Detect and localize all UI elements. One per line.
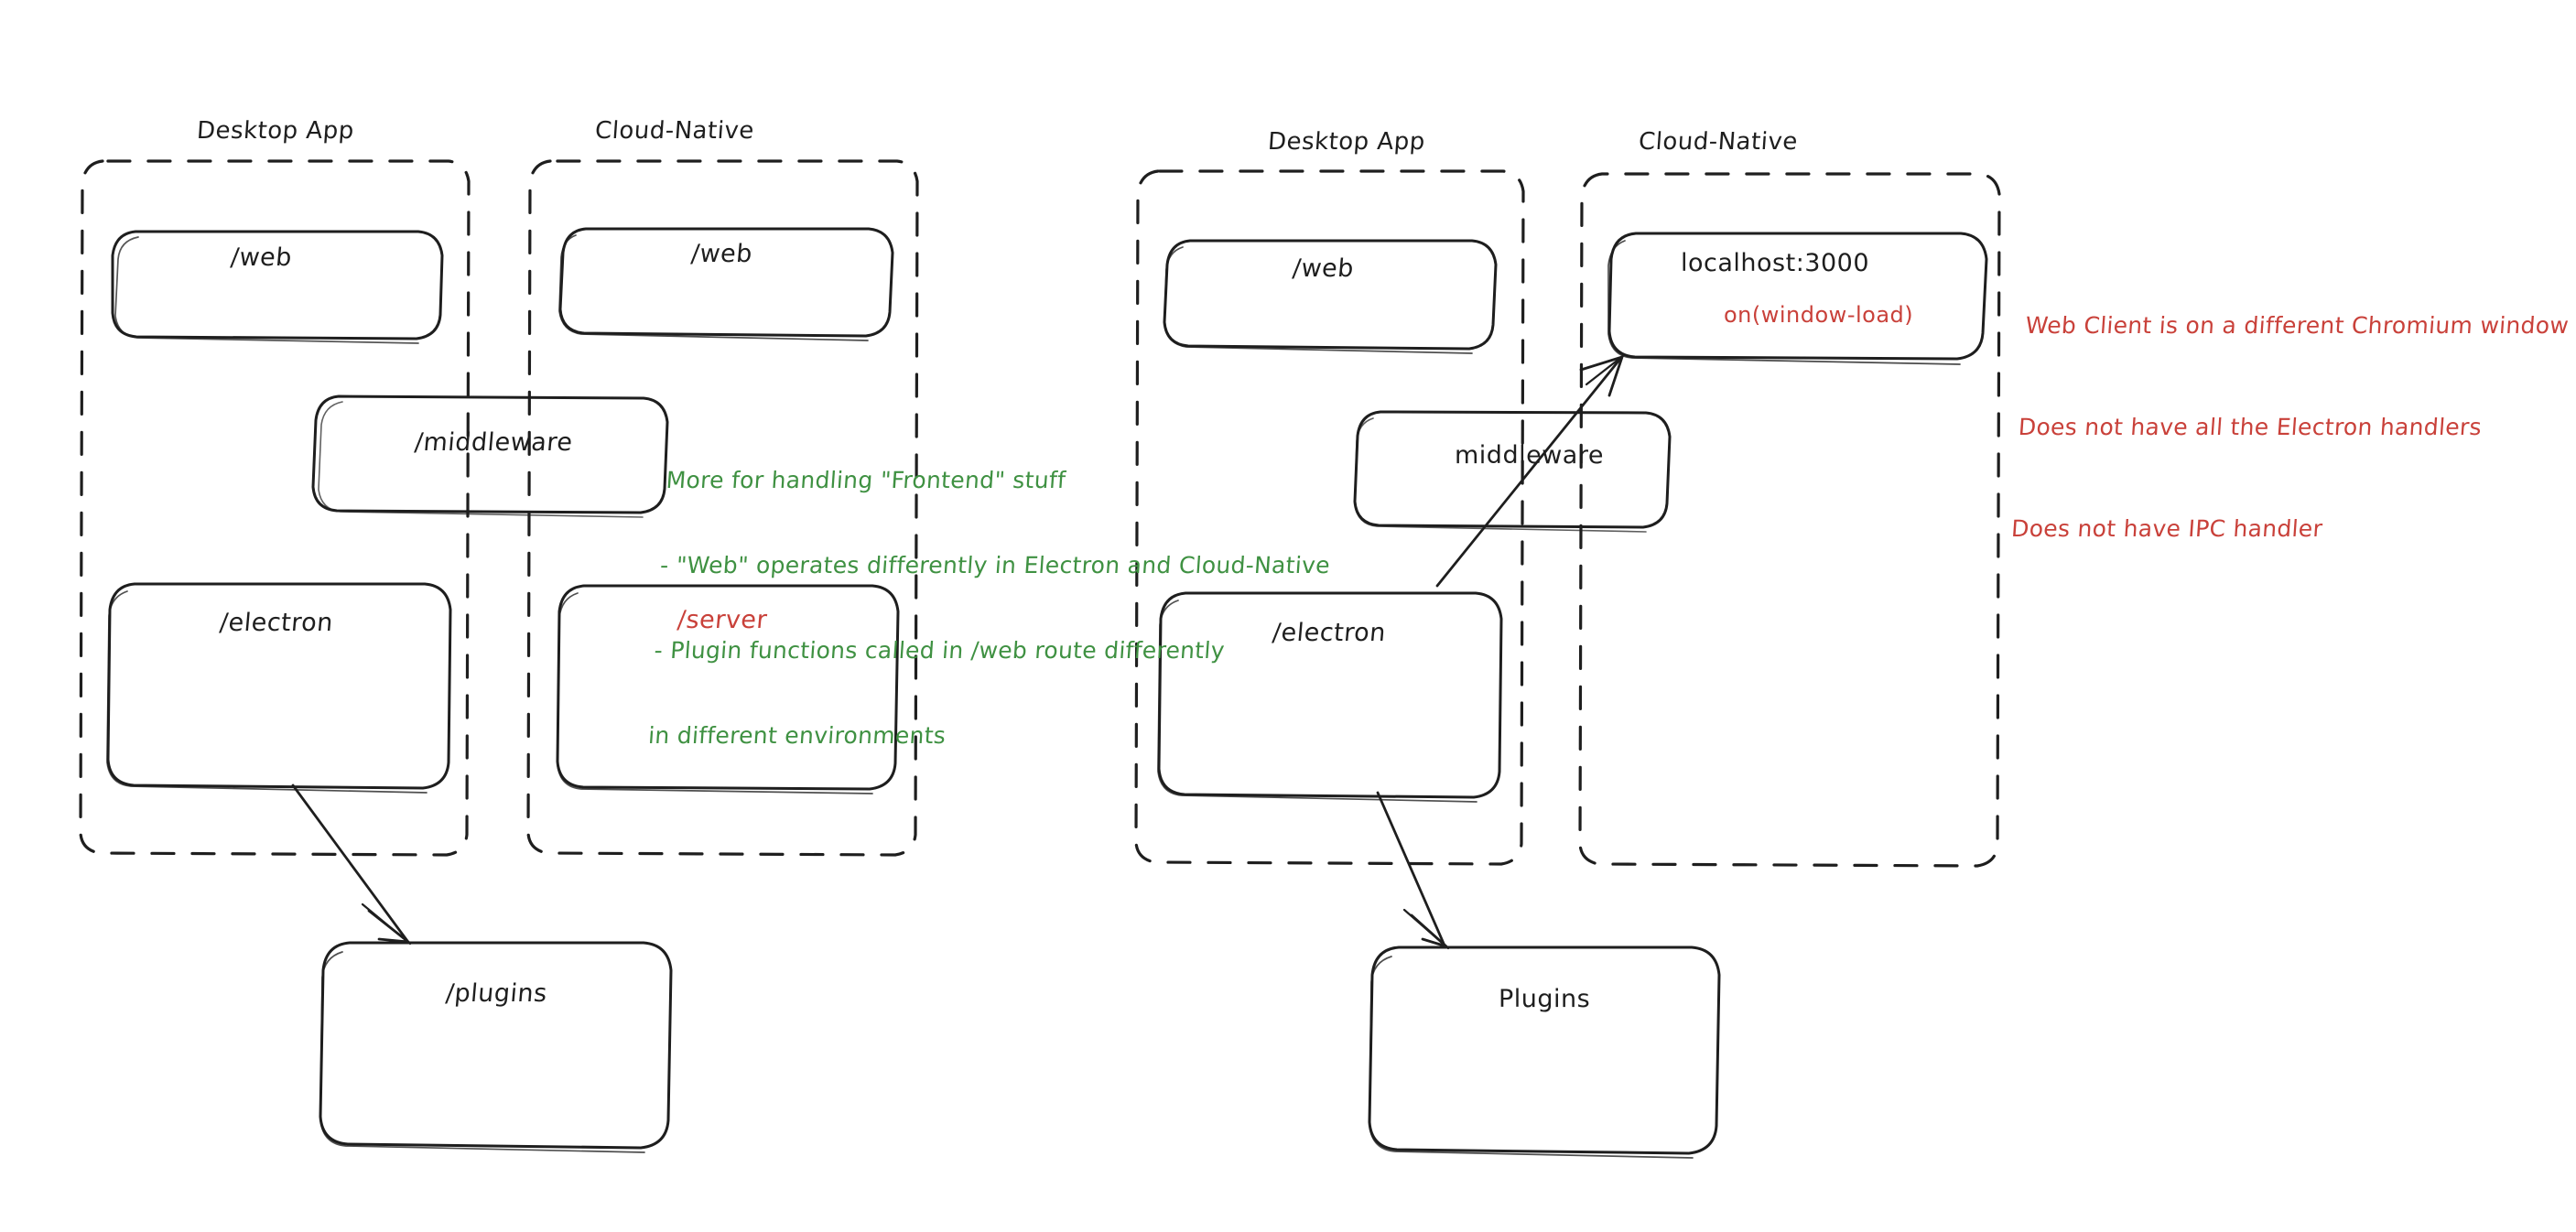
right-desktop-group-title: Desktop App — [1266, 128, 1426, 156]
red-annotation-note: Web Client is on a different Chromium wi… — [2006, 241, 2575, 613]
right-plugins-box — [1368, 946, 1721, 1159]
left-electron-label: /electron — [218, 609, 335, 637]
right-middleware-box — [1353, 410, 1672, 533]
left-web-desktop-label: /web — [229, 243, 294, 272]
left-web-cloud-label: /web — [689, 240, 754, 268]
green-note-line-1: More for handling "Frontend" stuff — [665, 467, 1067, 493]
left-plugins-label: /plugins — [444, 979, 549, 1008]
left-cloud-group-title: Cloud-Native — [593, 117, 755, 145]
green-note-line-3: - Plugin functions called in /web route … — [653, 637, 1226, 664]
red-note-line-2: Does not have all the Electron handlers — [2017, 414, 2483, 440]
right-electron-to-localhost-arrow — [1435, 353, 1626, 588]
green-annotation-note: More for handling "Frontend" stuff - "We… — [644, 409, 1341, 806]
left-desktop-group-title: Desktop App — [195, 117, 355, 145]
right-web-label: /web — [1291, 254, 1356, 283]
green-note-line-4: in different environments — [647, 722, 947, 749]
right-cloud-group-border — [1578, 172, 2001, 868]
left-plugins-box — [319, 941, 673, 1153]
right-localhost-label: localhost:3000 — [1681, 249, 1870, 277]
left-middleware-box — [311, 394, 669, 518]
right-cloud-group-title: Cloud-Native — [1637, 128, 1799, 156]
right-localhost-sublabel: on(window-load) — [1724, 302, 1914, 328]
left-middleware-label: /middleware — [413, 428, 574, 457]
right-plugins-label: Plugins — [1499, 985, 1591, 1013]
right-electron-to-plugins-arrow — [1376, 791, 1450, 950]
red-note-line-1: Web Client is on a different Chromium wi… — [2024, 312, 2571, 339]
left-electron-to-plugins-arrow — [291, 784, 412, 946]
red-note-line-3: Does not have IPC handler — [2010, 515, 2324, 542]
green-note-line-2: - "Web" operates differently in Electron… — [659, 552, 1331, 578]
right-middleware-label: middleware — [1455, 441, 1604, 470]
